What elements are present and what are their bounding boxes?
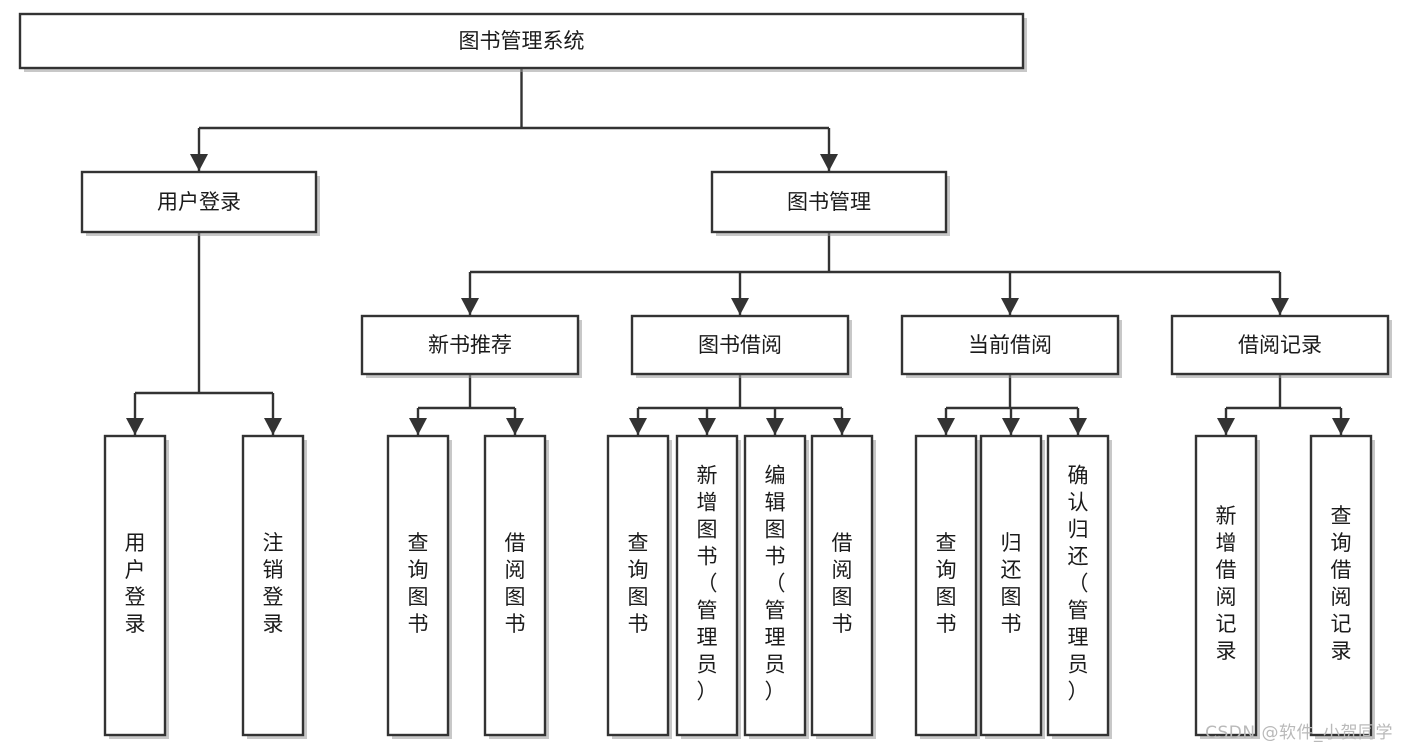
arrow-head-icon [1002, 418, 1020, 435]
node-rect[interactable] [483, 434, 547, 737]
node-label: 查询图书 [628, 531, 649, 636]
node-label: 新书推荐 [428, 333, 512, 357]
node-rect[interactable] [810, 434, 874, 737]
arrow-head-icon [766, 418, 784, 435]
node-label: 当前借阅 [968, 333, 1052, 357]
node-leaf-11[interactable]: 新增借阅记录 [1194, 434, 1260, 739]
arrow-head-icon [1217, 418, 1235, 435]
node-rect[interactable] [630, 314, 850, 376]
node-rect[interactable] [360, 314, 580, 376]
node-label: 用户登录 [157, 190, 241, 214]
node-label: 归还图书 [1001, 531, 1022, 636]
node-label: 图书管理系统 [459, 29, 585, 53]
arrow-head-icon [1271, 298, 1289, 315]
node-level2-1[interactable]: 图书管理 [710, 170, 950, 236]
node-label: 查询借阅记录 [1331, 504, 1352, 663]
arrow-head-icon [629, 418, 647, 435]
arrow-head-icon [126, 418, 144, 435]
node-leaf-0[interactable]: 用户登录 [103, 434, 169, 739]
node-leaf-9[interactable]: 归还图书 [979, 434, 1045, 739]
arrow-head-icon [1001, 298, 1019, 315]
arrow-head-icon [731, 298, 749, 315]
node-level3-0[interactable]: 新书推荐 [360, 314, 582, 378]
node-rect[interactable] [18, 12, 1025, 70]
arrow-head-icon [937, 418, 955, 435]
node-leaf-8[interactable]: 查询图书 [914, 434, 980, 739]
node-leaf-1[interactable]: 注销登录 [241, 434, 307, 739]
node-level3-3[interactable]: 借阅记录 [1170, 314, 1392, 378]
arrow-head-icon [833, 418, 851, 435]
node-rect[interactable] [979, 434, 1043, 737]
node-leaf-4[interactable]: 查询图书 [606, 434, 672, 739]
node-label: 借阅图书 [832, 531, 853, 636]
node-label: 借阅图书 [505, 531, 526, 636]
nodes-layer: 图书管理系统用户登录图书管理新书推荐图书借阅当前借阅借阅记录用户登录注销登录查询… [18, 12, 1392, 739]
arrow-head-icon [698, 418, 716, 435]
node-rect[interactable] [1046, 434, 1110, 737]
arrow-head-icon [1332, 418, 1350, 435]
node-level2-0[interactable]: 用户登录 [80, 170, 320, 236]
node-rect[interactable] [710, 170, 948, 234]
node-label: 图书管理 [787, 190, 871, 214]
node-leaf-7[interactable]: 借阅图书 [810, 434, 876, 739]
node-label: 图书借阅 [698, 333, 782, 357]
node-label: 新增图书（管理员） [697, 464, 718, 704]
node-leaf-6[interactable]: 编辑图书（管理员） [743, 434, 809, 739]
node-level3-1[interactable]: 图书借阅 [630, 314, 852, 378]
csdn-watermark: CSDN @软件_小贺同学 [1205, 723, 1393, 743]
node-rect[interactable] [80, 170, 318, 234]
node-rect[interactable] [914, 434, 978, 737]
arrow-head-icon [1069, 418, 1087, 435]
arrow-head-icon [409, 418, 427, 435]
node-rect[interactable] [103, 434, 167, 737]
node-label: 借阅记录 [1238, 333, 1322, 357]
node-level3-2[interactable]: 当前借阅 [900, 314, 1122, 378]
arrow-head-icon [506, 418, 524, 435]
node-label: 编辑图书（管理员） [765, 464, 786, 704]
node-leaf-5[interactable]: 新增图书（管理员） [675, 434, 741, 739]
arrow-head-icon [820, 154, 838, 171]
node-rect[interactable] [675, 434, 739, 737]
node-leaf-12[interactable]: 查询借阅记录 [1309, 434, 1375, 739]
node-label: 确认归还（管理员） [1068, 464, 1089, 704]
node-rect[interactable] [386, 434, 450, 737]
node-leaf-3[interactable]: 借阅图书 [483, 434, 549, 739]
node-leaf-2[interactable]: 查询图书 [386, 434, 452, 739]
node-rect[interactable] [241, 434, 305, 737]
node-label: 用户登录 [125, 531, 146, 636]
node-leaf-10[interactable]: 确认归还（管理员） [1046, 434, 1112, 739]
node-label: 注销登录 [263, 531, 284, 636]
arrow-head-icon [190, 154, 208, 171]
node-rect[interactable] [1309, 434, 1373, 737]
node-label: 查询图书 [936, 531, 957, 636]
node-rect[interactable] [900, 314, 1120, 376]
node-rect[interactable] [743, 434, 807, 737]
connectors-layer [126, 68, 1350, 435]
node-rect[interactable] [1170, 314, 1390, 376]
node-label: 新增借阅记录 [1216, 504, 1237, 663]
node-label: 查询图书 [408, 531, 429, 636]
node-root-0[interactable]: 图书管理系统 [18, 12, 1027, 72]
arrow-head-icon [264, 418, 282, 435]
node-rect[interactable] [606, 434, 670, 737]
node-rect[interactable] [1194, 434, 1258, 737]
arrow-head-icon [461, 298, 479, 315]
